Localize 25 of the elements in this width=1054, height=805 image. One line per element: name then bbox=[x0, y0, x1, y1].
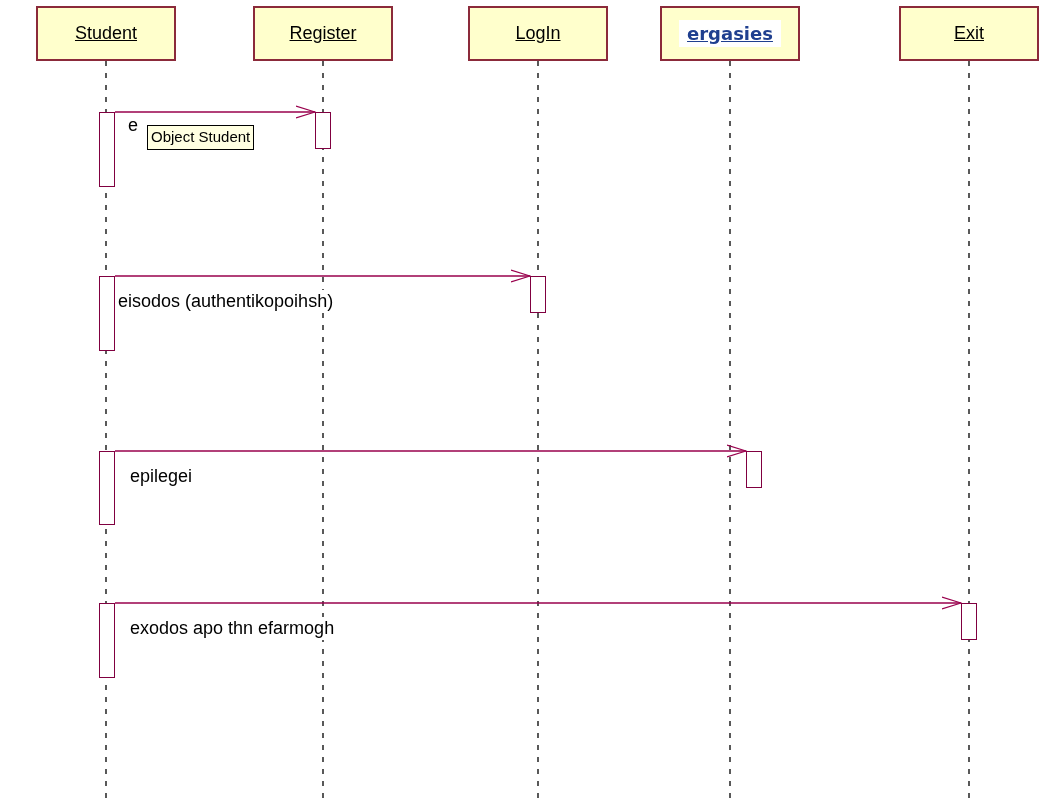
activation-bar bbox=[99, 603, 115, 678]
message-arrow bbox=[114, 105, 316, 119]
message-arrow bbox=[114, 269, 531, 283]
activation-bar bbox=[315, 112, 331, 149]
object-name: Register bbox=[289, 22, 357, 45]
activation-bar bbox=[99, 276, 115, 351]
object-box bbox=[660, 6, 800, 61]
object-box bbox=[36, 6, 176, 61]
activation-bar bbox=[99, 451, 115, 525]
object-name: LogIn bbox=[515, 22, 561, 45]
message-arrow bbox=[114, 596, 962, 610]
activation-bar bbox=[746, 451, 762, 488]
object-name: Student bbox=[74, 22, 138, 45]
activation-bar bbox=[530, 276, 546, 313]
object-box bbox=[253, 6, 393, 61]
object-box bbox=[468, 6, 608, 61]
activation-bar bbox=[961, 603, 977, 640]
tooltip: Object Student bbox=[147, 125, 255, 150]
edge-label: exodos apo thn efarmogh bbox=[130, 617, 335, 640]
object-name: Exit bbox=[954, 22, 984, 45]
activation-bar bbox=[99, 112, 115, 187]
edge-label: eisodos (authentikopoihsh) bbox=[118, 290, 334, 313]
object-box bbox=[899, 6, 1039, 61]
message-arrow bbox=[114, 444, 747, 458]
object-name: ergasies bbox=[679, 20, 781, 47]
